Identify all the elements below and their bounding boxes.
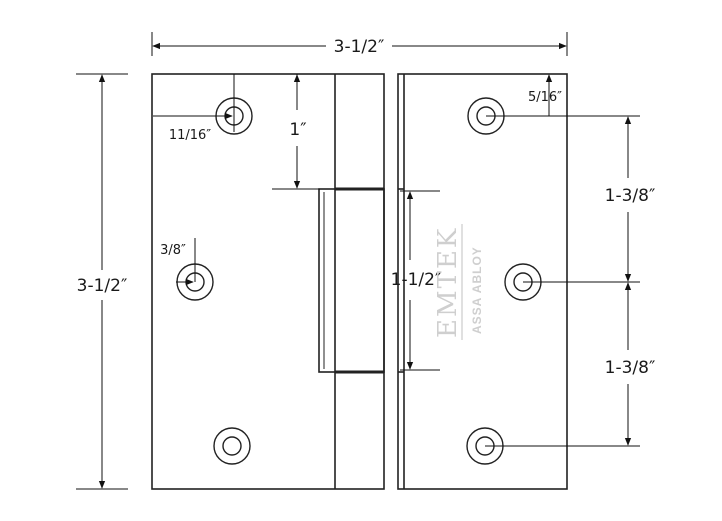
side-hole-offset-label: 11/16″ bbox=[169, 128, 211, 143]
hinge-outline bbox=[151, 73, 568, 490]
hole-spacing-upper-label: 1-3/8″ bbox=[605, 186, 656, 206]
screw-hole bbox=[213, 427, 251, 465]
brand-watermark: EMTEK ASSA ABLOY bbox=[433, 224, 484, 340]
center-knuckle bbox=[318, 188, 385, 373]
knuckle-offset-label: 1″ bbox=[289, 120, 306, 140]
brand-watermark-text: EMTEK bbox=[433, 227, 463, 338]
overall-width-label: 3-1/2″ bbox=[334, 37, 385, 57]
knuckle-height-label: 1-1/2″ bbox=[391, 270, 442, 290]
hole-diameter-label: 3/8″ bbox=[160, 243, 186, 258]
screw-holes bbox=[176, 97, 542, 465]
hole-spacing-lower-label: 1-3/8″ bbox=[605, 358, 656, 378]
top-hole-offset-label: 5/16″ bbox=[528, 90, 562, 105]
dimension-lines bbox=[76, 32, 640, 490]
parent-watermark-text: ASSA ABLOY bbox=[470, 246, 484, 334]
overall-height-label: 3-1/2″ bbox=[77, 276, 128, 296]
